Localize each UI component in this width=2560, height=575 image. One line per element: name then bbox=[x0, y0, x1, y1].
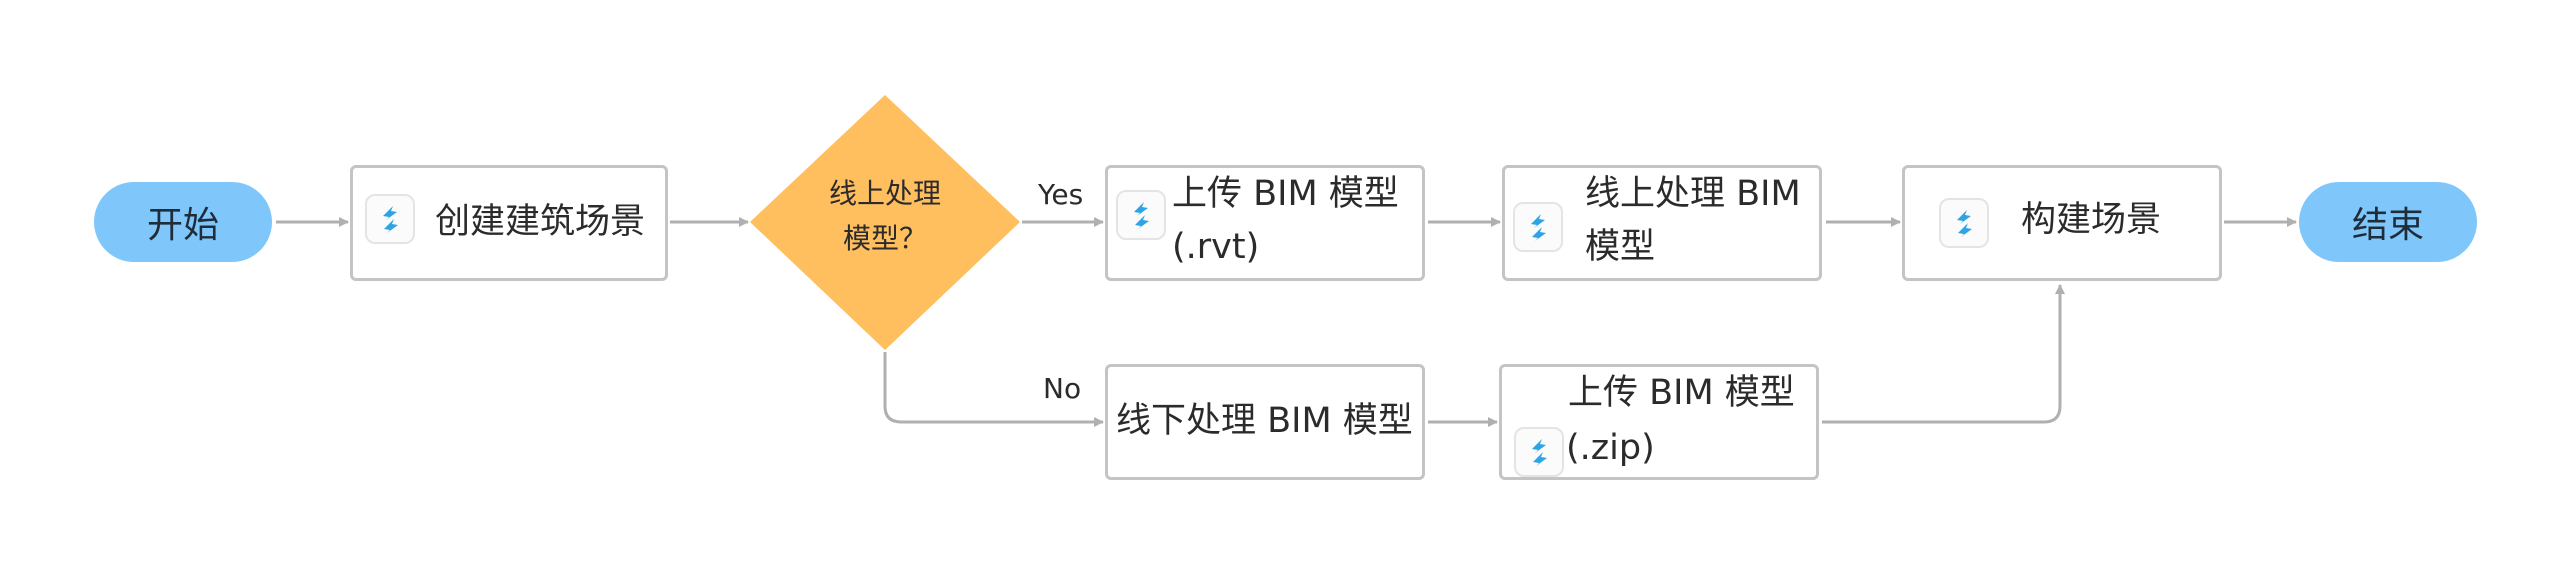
online-process-node[interactable]: 线上处理 BIM 模型 bbox=[1502, 165, 1822, 281]
app-logo-icon bbox=[1116, 190, 1166, 240]
app-logo-icon bbox=[365, 194, 415, 244]
arrow-upload-zip-to-build bbox=[1822, 284, 2065, 424]
end-label: 结束 bbox=[2351, 205, 2424, 246]
upload-rvt-node[interactable]: 上传 BIM 模型 (.rvt) bbox=[1105, 165, 1425, 281]
app-logo-icon bbox=[1939, 198, 1989, 248]
upload-rvt-label: 上传 BIM 模型 (.rvt) bbox=[1172, 168, 1399, 273]
create-scene-label: 创建建筑场景 bbox=[435, 202, 646, 242]
start-node[interactable]: 开始 bbox=[94, 182, 272, 262]
offline-process-label: 线下处理 BIM 模型 bbox=[1116, 401, 1413, 441]
online-process-label-line-2: 模型 bbox=[1585, 226, 1656, 267]
create-scene-node[interactable]: 创建建筑场景 bbox=[350, 165, 668, 281]
start-label: 开始 bbox=[146, 205, 219, 246]
end-node[interactable]: 结束 bbox=[2299, 182, 2477, 262]
online-process-label: 线上处理 BIM 模型 bbox=[1585, 168, 1801, 273]
no-edge-label: No bbox=[1043, 372, 1082, 405]
yes-edge-label: Yes bbox=[1038, 178, 1084, 211]
upload-rvt-label-line-2: (.rvt) bbox=[1172, 226, 1260, 267]
build-scene-label: 构建场景 bbox=[2021, 200, 2162, 240]
decision-diamond[interactable] bbox=[750, 95, 1020, 350]
upload-zip-node[interactable]: 上传 BIM 模型 (.zip) bbox=[1499, 364, 1819, 480]
offline-process-node[interactable]: 线下处理 BIM 模型 bbox=[1105, 364, 1425, 480]
app-logo-icon bbox=[1514, 427, 1564, 477]
decision-label: 线上处理 模型？ bbox=[785, 172, 985, 262]
arrow-decision-to-offline bbox=[883, 352, 1104, 427]
decision-label-line-2: 模型？ bbox=[842, 221, 927, 255]
build-scene-node[interactable]: 构建场景 bbox=[1902, 165, 2222, 281]
upload-rvt-label-line-1: 上传 BIM 模型 bbox=[1172, 174, 1399, 214]
upload-zip-label-line-2: (.zip) bbox=[1566, 428, 1655, 468]
online-process-label-line-1: 线上处理 BIM bbox=[1585, 174, 1801, 214]
decision-label-line-1: 线上处理 bbox=[828, 177, 941, 210]
app-logo-icon bbox=[1513, 202, 1563, 252]
upload-zip-label-line-1: 上传 BIM 模型 bbox=[1568, 373, 1795, 413]
